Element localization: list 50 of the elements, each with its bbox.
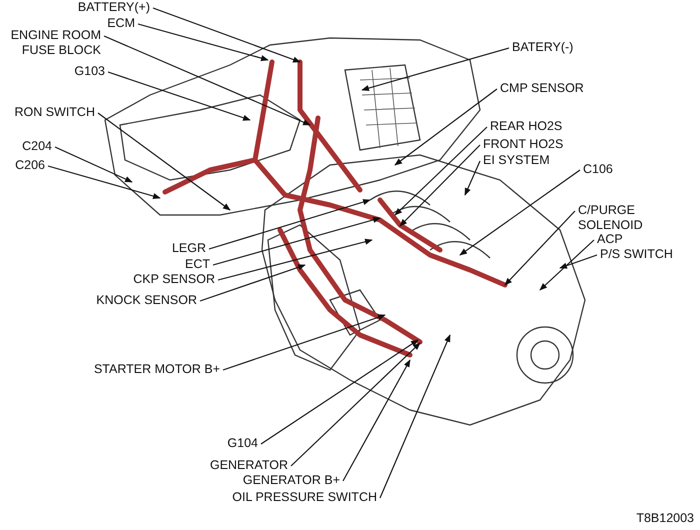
leader-line: [200, 264, 306, 302]
leader-line: [559, 254, 598, 269]
leader-line: [212, 216, 381, 266]
leader-line: [48, 165, 161, 200]
callout-label: G104: [227, 436, 258, 451]
callout-label: BATERY(-): [512, 40, 574, 55]
leader-line: [459, 170, 580, 256]
callout-label: LEGR: [172, 241, 206, 256]
leader-line: [260, 340, 419, 444]
leader-line: [290, 342, 421, 466]
leader-line: [108, 71, 251, 121]
leader-line: [399, 144, 480, 227]
callout-label: P/S SWITCH: [600, 247, 673, 262]
callout-label: ACP: [597, 232, 623, 247]
leader-line: [222, 314, 386, 371]
callout-label: C/PURGE SOLENOID: [578, 203, 658, 233]
callout-label: FRONT HO2S: [483, 137, 564, 152]
leader-line: [394, 88, 498, 166]
callout-label: EI SYSTEM: [483, 153, 550, 168]
callout-label: CMP SENSOR: [500, 81, 584, 96]
leader-line: [208, 199, 371, 250]
callout-label: C106: [583, 162, 613, 177]
leader-line: [342, 359, 410, 482]
leader-line: [380, 334, 450, 498]
callout-label: OIL PRESSURE SWITCH: [232, 490, 377, 505]
callout-label: ENGINE ROOM FUSE BLOCK: [1, 28, 101, 58]
leader-line: [104, 36, 311, 126]
callout-label: C204: [22, 139, 52, 154]
callout-label: CKP SENSOR: [133, 272, 215, 287]
leader-line: [218, 238, 373, 281]
figure-code: T8B12003: [636, 511, 694, 526]
leader-line: [152, 7, 301, 63]
leader-line: [138, 23, 269, 62]
leader-line: [361, 47, 510, 92]
callout-label: KNOCK SENSOR: [96, 293, 197, 308]
leader-line: [54, 146, 133, 182]
callout-label: ECM: [107, 16, 135, 31]
leader-line: [504, 210, 576, 286]
callout-label: GENERATOR B+: [242, 473, 340, 488]
callout-label: RON SWITCH: [14, 105, 95, 120]
leader-line: [464, 160, 480, 196]
callout-label: ECT: [185, 257, 210, 272]
callout-label: REAR HO2S: [490, 119, 562, 134]
leader-line: [539, 240, 594, 291]
leader-line: [394, 126, 488, 216]
callout-label: G103: [74, 64, 105, 79]
callout-label: C206: [15, 158, 45, 173]
callout-label: STARTER MOTOR B+: [94, 362, 220, 377]
callout-label: BATTERY(+): [78, 0, 150, 15]
callout-label: GENERATOR: [210, 458, 288, 473]
